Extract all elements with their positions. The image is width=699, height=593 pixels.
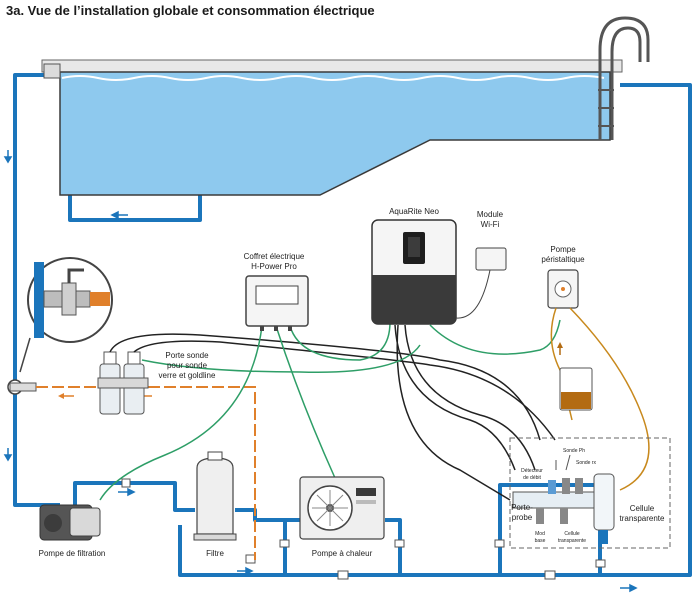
labels: AquaRite Neo Module Wi-Fi Pompe péristal… — [39, 207, 665, 558]
pool-ladder — [598, 16, 650, 140]
pipe-skimmer-return — [68, 195, 202, 222]
porte-sonde-label-1: Porte sonde — [165, 351, 209, 360]
cellule-label-2: transparente — [620, 514, 665, 523]
mod-label-2: base — [535, 538, 546, 544]
wifi-module — [455, 247, 507, 319]
filtration-pump — [39, 504, 101, 541]
pompe-peri-label-1: Pompe — [550, 245, 576, 254]
pipe-pump-to-filter — [73, 481, 195, 512]
pompe-peri-label-2: péristaltique — [541, 255, 585, 264]
sonde-ph-label: Sonde Ph — [563, 448, 585, 454]
aquarite-neo-controller — [371, 219, 457, 325]
pipe-unions — [121, 478, 606, 580]
flow-arrows — [3, 150, 638, 593]
valve-detail-zoom — [19, 257, 113, 373]
pipe-network — [13, 73, 692, 577]
cellule-small-label-2: transparente — [558, 538, 586, 544]
cellule-label-1: Cellule — [630, 504, 655, 513]
page-title: 3a. Vue de l’installation globale et con… — [6, 3, 375, 18]
pipe-right-return — [178, 83, 692, 577]
electrolysis-cell — [512, 454, 615, 544]
probe-cables — [109, 324, 556, 501]
pipe-heatpump-out — [385, 518, 402, 575]
cell-detail-box — [509, 437, 671, 549]
detecteur-label-2: de débit — [523, 475, 541, 481]
coffret-label-1: Coffret électrique — [244, 252, 305, 261]
porte-probe-label-2: probe — [512, 513, 533, 522]
cellule-small-label-1: Cellule — [564, 531, 580, 537]
three-way-valve — [7, 379, 37, 395]
sonde-rx-label: Sonde rx — [576, 460, 597, 466]
sand-filter — [193, 451, 237, 541]
probe-holder — [97, 351, 149, 415]
mod-label-1: Mod — [535, 531, 545, 537]
porte-sonde-label-3: verre et goldline — [159, 371, 216, 380]
peristaltic-pump — [547, 269, 579, 309]
wifi-label-1: Module — [477, 210, 504, 219]
pipe-left-vertical — [13, 73, 60, 507]
filtre-label: Filtre — [206, 549, 224, 558]
porte-probe-label-1: Porte- — [511, 503, 533, 512]
pompe-filtration-label: Pompe de filtration — [39, 549, 106, 558]
power-cables — [99, 319, 561, 501]
coffret-electrique — [245, 275, 309, 331]
acid-tank — [559, 367, 593, 411]
aquarite-label: AquaRite Neo — [389, 207, 439, 216]
pool — [41, 59, 623, 196]
detecteur-label-1: Détecteur — [521, 468, 543, 474]
pipe-filter-out — [235, 508, 287, 575]
coffret-label-2: H-Power Pro — [251, 262, 297, 271]
wifi-label-2: Wi-Fi — [481, 220, 500, 229]
heat-pump — [299, 476, 385, 540]
pompe-chaleur-label: Pompe à chaleur — [312, 549, 373, 558]
porte-sonde-label-2: pour sonde — [167, 361, 208, 370]
